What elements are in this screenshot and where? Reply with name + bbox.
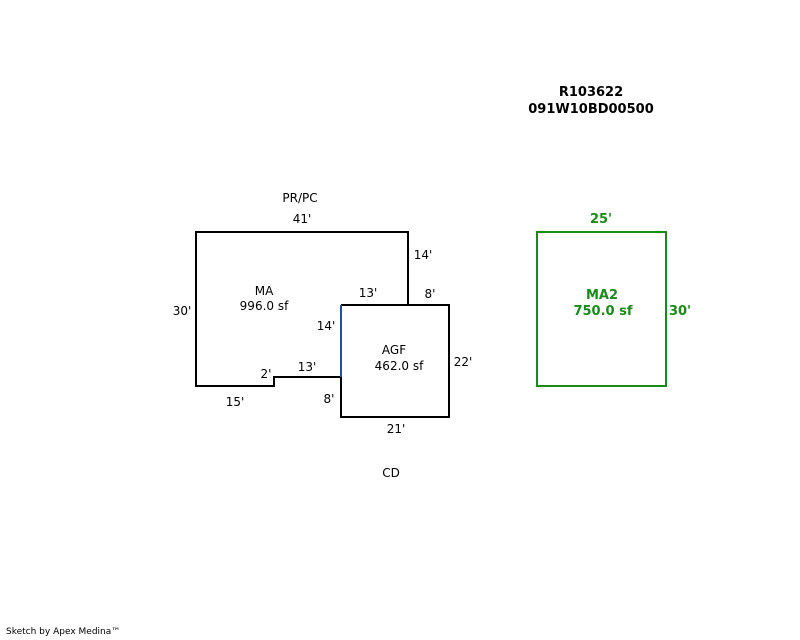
bottom-label: CD	[382, 466, 400, 480]
top-label: PR/PC	[282, 191, 317, 205]
footer-credit: Sketch by Apex Medina™	[6, 627, 121, 637]
dim-ma-step-inner: 13'	[359, 286, 378, 300]
ma-name: MA	[255, 284, 274, 298]
ma-outline	[195, 231, 409, 387]
dim-ma-inner-vertical: 14'	[317, 319, 336, 333]
parcel-id: R103622	[559, 85, 623, 100]
ma2-area: 750.0 sf	[573, 304, 632, 319]
dim-ma-bottom: 15'	[226, 395, 245, 409]
dim-agf-right: 22'	[454, 355, 473, 369]
dim-ma-left: 30'	[173, 304, 192, 318]
dim-ma-lower-step: 13'	[298, 360, 317, 374]
dim-agf-bottom: 21'	[387, 422, 406, 436]
dim-ma-step-notch: 8'	[425, 287, 436, 301]
dim-agf-left-lower: 8'	[324, 392, 335, 406]
agf-name: AGF	[382, 343, 406, 357]
dim-ma2-top: 25'	[590, 212, 612, 227]
agf-outline	[340, 304, 450, 418]
ma2-outline	[536, 231, 667, 387]
dim-ma-right-upper: 14'	[414, 248, 433, 262]
dim-ma-top: 41'	[293, 212, 312, 226]
agf-area: 462.0 sf	[375, 359, 424, 373]
ma-area: 996.0 sf	[240, 299, 289, 313]
ma2-name: MA2	[586, 288, 618, 303]
map-number: 091W10BD00500	[528, 102, 654, 117]
dim-ma2-right: 30'	[669, 304, 691, 319]
dim-ma-step-small: 2'	[261, 367, 272, 381]
